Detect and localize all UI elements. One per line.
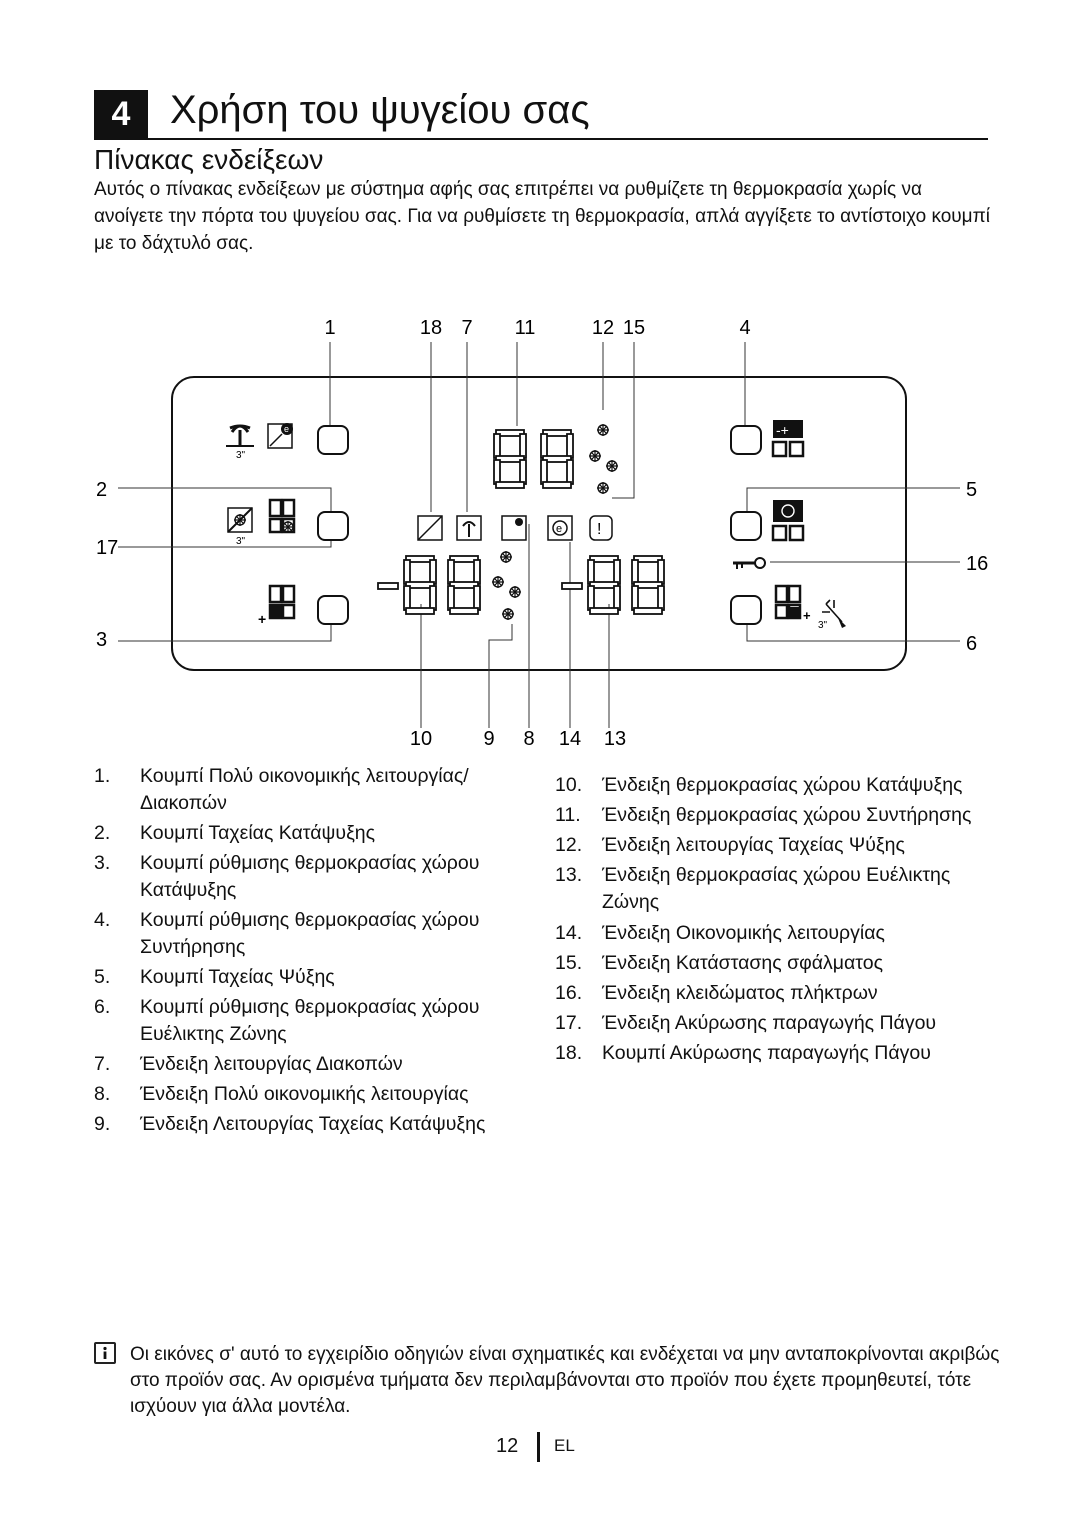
footer-divider [537, 1432, 540, 1462]
quick-cool-icon [771, 500, 805, 542]
callout-17: 17 [96, 537, 118, 559]
intro-paragraph: Αυτός ο πίνακας ενδείξεων με σύστημα αφή… [94, 179, 990, 254]
eco-gauge-icon: e [267, 423, 293, 449]
callout-6: 6 [966, 633, 977, 655]
chapter-number: 4 [94, 90, 148, 138]
snowflake-icon [588, 423, 619, 495]
callout-4: 4 [739, 317, 750, 339]
flexi-zone-temp-button[interactable] [730, 595, 762, 625]
sparkle-icon [822, 599, 846, 628]
callout-7: 7 [461, 317, 472, 339]
callout-2: 2 [96, 479, 107, 501]
list-item: 2.Κουμπί Ταχείας Κατάψυξης [94, 822, 376, 844]
freezer-plus-minus-icon: + [258, 584, 296, 627]
ice-cancel-icon [227, 507, 253, 533]
legend-left: 1.Κουμπί Πολύ οικονομικής λειτουργίας/ Δ… [94, 763, 534, 1138]
key-icon [733, 557, 766, 569]
callout-16: 16 [966, 553, 988, 575]
list-item: 6.Κουμπί ρύθμισης θερμοκρασίας χώρου Ευέ… [94, 996, 480, 1045]
svg-text:e: e [284, 424, 289, 434]
svg-text:e: e [556, 523, 562, 535]
list-item: 3.Κουμπί ρύθμισης θερμοκρασίας χώρου Κατ… [94, 852, 480, 901]
quick-cool-button[interactable] [730, 511, 762, 541]
list-item: 11.Ένδειξη θερμοκρασίας χώρου Συντήρησης [555, 804, 972, 826]
list-item: 14.Ένδειξη Οικονομικής λειτουργίας [555, 922, 885, 944]
eco-holiday-button[interactable] [317, 425, 349, 455]
callout-8: 8 [523, 728, 534, 750]
list-item: 13.Ένδειξη θερμοκρασίας χώρου Ευέλικτης … [555, 864, 951, 913]
list-item: 17.Ένδειξη Ακύρωσης παραγωγής Πάγου [555, 1012, 937, 1034]
page-number: 12 [496, 1435, 519, 1457]
callout-9: 9 [483, 728, 494, 750]
callout-13: 13 [604, 728, 626, 750]
flexi-zone-icon: + 3" [774, 584, 828, 631]
list-item: 8.Ένδειξη Πολύ οικονομικής λειτουργίας [94, 1083, 469, 1105]
list-item: 5.Κουμπί Ταχείας Ψύξης [94, 966, 335, 988]
callout-3: 3 [96, 629, 107, 651]
svg-text:-+: -+ [776, 422, 789, 438]
indicator-icons: e ! [417, 515, 613, 541]
callout-12: 12 [592, 317, 614, 339]
list-item: 18.Κουμπί Ακύρωσης παραγωγής Πάγου [555, 1042, 931, 1064]
quick-freeze-button[interactable] [317, 511, 349, 541]
callout-10: 10 [410, 728, 432, 750]
fridge-temp-display [493, 429, 574, 489]
list-item: 1.Κουμπί Πολύ οικονομικής λειτουργίας/ Δ… [94, 765, 469, 814]
callout-15: 15 [623, 317, 645, 339]
control-panel-diagram: 1 18 7 11 12 15 4 2 17 3 5 16 6 10 9 8 1… [96, 317, 988, 750]
list-item: 7.Ένδειξη λειτουργίας Διακοπών [94, 1053, 403, 1075]
callout-1: 1 [324, 317, 335, 339]
svg-text:+: + [258, 611, 266, 627]
list-item: 10.Ένδειξη θερμοκρασίας χώρου Κατάψυξης [555, 774, 963, 796]
freezer-temp-display [377, 555, 481, 615]
callout-18: 18 [420, 317, 442, 339]
callout-14: 14 [559, 728, 581, 750]
fridge-temp-button[interactable] [730, 425, 762, 455]
freezer-compartment-icon [268, 498, 296, 534]
info-icon [94, 1342, 116, 1364]
freezer-temp-button[interactable] [317, 595, 349, 625]
list-item: 4.Κουμπί ρύθμισης θερμοκρασίας χώρου Συν… [94, 909, 480, 958]
list-item: 16.Ένδειξη κλειδώματος πλήκτρων [555, 982, 878, 1004]
three-hours-label-1: 3" [236, 450, 246, 461]
list-item: 9.Ένδειξη Λειτουργίας Ταχείας Κατάψυξης [94, 1113, 486, 1135]
list-item: 12.Ένδειξη λειτουργίας Ταχείας Ψύξης [555, 834, 905, 856]
fridge-plus-minus-icon: -+ [771, 420, 805, 458]
flexi-zone-temp-display [561, 555, 665, 615]
three-hours-label-2: 3" [236, 536, 246, 547]
svg-text:+: + [803, 608, 811, 623]
language-code: EL [554, 1436, 575, 1455]
section-title: Πίνακας ενδείξεων [94, 144, 324, 175]
chapter-title: Χρήση του ψυγείου σας [170, 88, 590, 132]
callout-5: 5 [966, 479, 977, 501]
callout-11: 11 [515, 317, 536, 339]
svg-text:!: ! [597, 521, 601, 538]
list-item: 15.Ένδειξη Κατάστασης σφάλματος [555, 952, 883, 974]
palm-tree-icon [226, 424, 254, 447]
note-text: Οι εικόνες σ' αυτό το εγχειρίδιο οδηγιών… [130, 1344, 1000, 1417]
svg-text:3": 3" [818, 620, 828, 631]
chapter-rule [94, 138, 988, 140]
freezer-snowflake-icon [491, 550, 522, 621]
panel-outline [171, 376, 907, 671]
legend-right: 10.Ένδειξη θερμοκρασίας χώρου Κατάψυξης … [555, 772, 995, 1067]
